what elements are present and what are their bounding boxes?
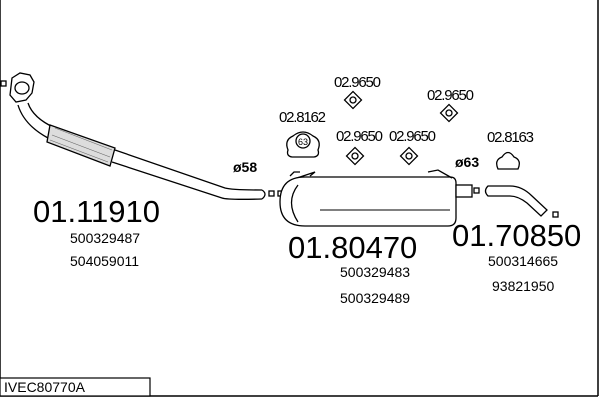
muffler-diameter: ø63 bbox=[455, 154, 479, 170]
clamp-size-label: 63 bbox=[298, 137, 308, 147]
accessory-number: 02.9650 bbox=[334, 74, 381, 91]
rear-pipe-drawing bbox=[484, 185, 559, 218]
accessory-number: 02.8162 bbox=[279, 109, 326, 126]
diagram-code: IVEC80770A bbox=[4, 379, 86, 395]
rubber-mount bbox=[345, 146, 365, 166]
rubber-mount bbox=[399, 146, 419, 166]
accessory-number: 02.8163 bbox=[487, 129, 534, 146]
accessory-number: 02.9650 bbox=[336, 128, 383, 145]
accessory-number: 02.9650 bbox=[389, 128, 436, 145]
front-pipe-diameter: ø58 bbox=[233, 159, 257, 175]
rubber-mount bbox=[343, 90, 363, 110]
oem-ref: 500329483 bbox=[340, 264, 410, 280]
clamp-02-8162: 63 bbox=[286, 131, 320, 158]
part-number-front-pipe: 01.11910 bbox=[33, 194, 160, 229]
oem-ref: 500329489 bbox=[340, 290, 410, 306]
accessory-number: 02.9650 bbox=[427, 87, 474, 104]
front-pipe-drawing bbox=[0, 72, 275, 200]
clamp-02-8163 bbox=[496, 151, 520, 170]
oem-ref: 500329487 bbox=[70, 230, 140, 246]
diagram-code-box bbox=[0, 377, 151, 397]
oem-ref: 93821950 bbox=[492, 278, 555, 294]
oem-ref: 500314665 bbox=[488, 253, 558, 269]
oem-ref: 504059011 bbox=[70, 253, 139, 269]
rubber-mount bbox=[439, 103, 459, 123]
middle-muffler-drawing bbox=[277, 169, 480, 227]
part-number-muffler: 01.80470 bbox=[288, 230, 417, 265]
part-number-rear-pipe: 01.70850 bbox=[452, 218, 581, 253]
